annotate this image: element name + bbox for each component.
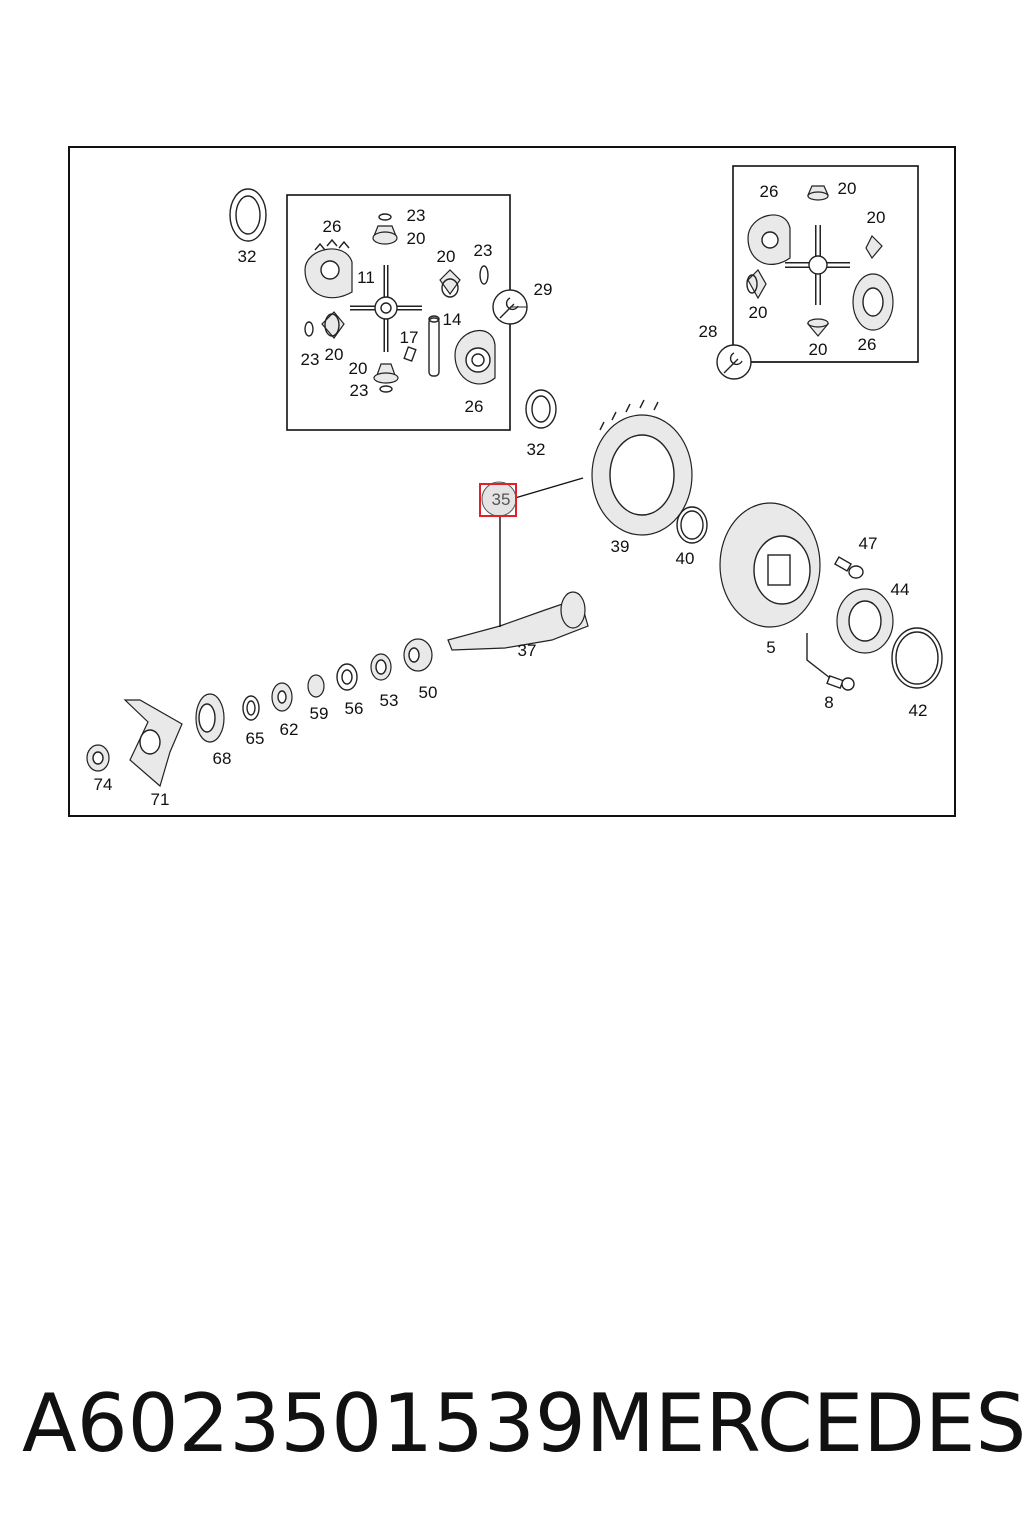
shim-40[interactable] (676, 506, 708, 544)
callout-label[interactable]: 65 (246, 729, 265, 748)
callout-label[interactable]: 53 (380, 691, 399, 710)
seal-ring-42[interactable] (891, 627, 943, 689)
callout-label[interactable]: 39 (611, 537, 630, 556)
callout-label[interactable]: 20 (349, 359, 368, 378)
callout-label[interactable]: 8 (824, 693, 833, 712)
spider-cross-right[interactable] (785, 225, 850, 305)
callout-label[interactable]: 23 (350, 381, 369, 400)
spacer-53[interactable] (370, 653, 392, 681)
side-gear-26-right-a[interactable] (747, 214, 791, 265)
pin-17[interactable] (403, 346, 417, 362)
callout-35-label[interactable]: 35 (492, 490, 511, 509)
callout-label[interactable]: 5 (766, 638, 775, 657)
callout-label[interactable]: 23 (474, 241, 493, 260)
differential-housing-5[interactable] (719, 502, 821, 628)
callout-label[interactable]: 17 (400, 328, 419, 347)
callout-label[interactable]: 20 (809, 340, 828, 359)
spider-cross-11[interactable] (350, 265, 422, 352)
callout-label[interactable]: 50 (419, 683, 438, 702)
callout-label[interactable]: 28 (699, 322, 718, 341)
pinion-gear-20-c[interactable] (304, 311, 345, 339)
callout-label[interactable]: 44 (891, 580, 910, 599)
bearing-50[interactable] (403, 638, 433, 672)
callout-label[interactable]: 14 (443, 310, 462, 329)
callout-label[interactable]: 20 (437, 247, 456, 266)
inset-box-left (286, 194, 511, 431)
callout-label[interactable]: 23 (301, 350, 320, 369)
callout-label[interactable]: 20 (867, 208, 886, 227)
callout-label[interactable]: 32 (527, 440, 546, 459)
callout-label[interactable]: 11 (357, 268, 375, 287)
collar-nut-74[interactable] (86, 744, 110, 772)
callout-label[interactable]: 29 (534, 280, 553, 299)
callout-label[interactable]: 20 (325, 345, 344, 364)
pinion-gear-20-d[interactable] (373, 363, 399, 393)
drive-pinion-37[interactable] (447, 591, 589, 651)
callout-label[interactable]: 26 (760, 182, 779, 201)
pinion-gear-20-g[interactable] (746, 269, 767, 300)
callout-label[interactable]: 26 (858, 335, 877, 354)
callout-label[interactable]: 56 (345, 699, 364, 718)
washer-56[interactable] (336, 663, 358, 691)
washer-32-mid[interactable] (525, 389, 557, 429)
washer-32-top[interactable] (229, 188, 267, 242)
sleeve-59[interactable] (307, 674, 325, 698)
callout-label[interactable]: 62 (280, 720, 299, 739)
leader-35-ring-gear (514, 477, 584, 499)
diagram-frame (68, 146, 956, 817)
callout-label[interactable]: 32 (238, 247, 257, 266)
callout-label[interactable]: 40 (676, 549, 695, 568)
callout-label[interactable]: 20 (407, 229, 426, 248)
callout-label[interactable]: 71 (151, 790, 170, 809)
side-gear-26-left[interactable] (304, 238, 353, 299)
ring-gear-39[interactable] (591, 399, 693, 536)
pinion-gear-20-e[interactable] (807, 185, 829, 201)
bolt-8[interactable] (806, 633, 855, 691)
part-number: A6023501539 (22, 1376, 586, 1470)
callout-label[interactable]: 74 (94, 775, 113, 794)
callout-label[interactable]: 37 (518, 641, 537, 660)
pinion-gear-20-a[interactable] (372, 213, 398, 245)
highlight-box (479, 483, 517, 517)
callout-label[interactable]: 68 (213, 749, 232, 768)
callout-label[interactable]: 59 (310, 704, 329, 723)
callout-label[interactable]: 20 (749, 303, 768, 322)
wrench-icon-28[interactable] (716, 344, 752, 380)
callout-label[interactable]: 42 (909, 701, 928, 720)
pinion-gear-20-b[interactable] (439, 269, 461, 298)
callout-label[interactable]: 26 (465, 397, 484, 416)
pinion-gear-20-f[interactable] (865, 234, 883, 260)
washer-65[interactable] (242, 695, 260, 721)
bolt-47[interactable] (833, 556, 864, 579)
shaft-14[interactable] (428, 315, 440, 377)
side-gear-26-right-inset[interactable] (454, 329, 496, 385)
thrust-washer-23-b[interactable] (479, 265, 489, 285)
caption: A6023501539 MERCEDES (22, 1368, 1024, 1478)
shaft-seal-68[interactable] (195, 693, 225, 743)
side-gear-26-right-b[interactable] (852, 273, 894, 331)
callout-label[interactable]: 47 (859, 534, 878, 553)
callout-label[interactable]: 23 (407, 206, 426, 225)
brand-name: MERCEDES (585, 1376, 1024, 1470)
pinion-gear-20-h[interactable] (806, 318, 830, 337)
bearing-62[interactable] (271, 682, 293, 712)
callout-label[interactable]: 26 (323, 217, 342, 236)
bearing-44[interactable] (836, 588, 894, 654)
companion-flange-71[interactable] (123, 699, 183, 788)
callout-label[interactable]: 20 (838, 179, 857, 198)
